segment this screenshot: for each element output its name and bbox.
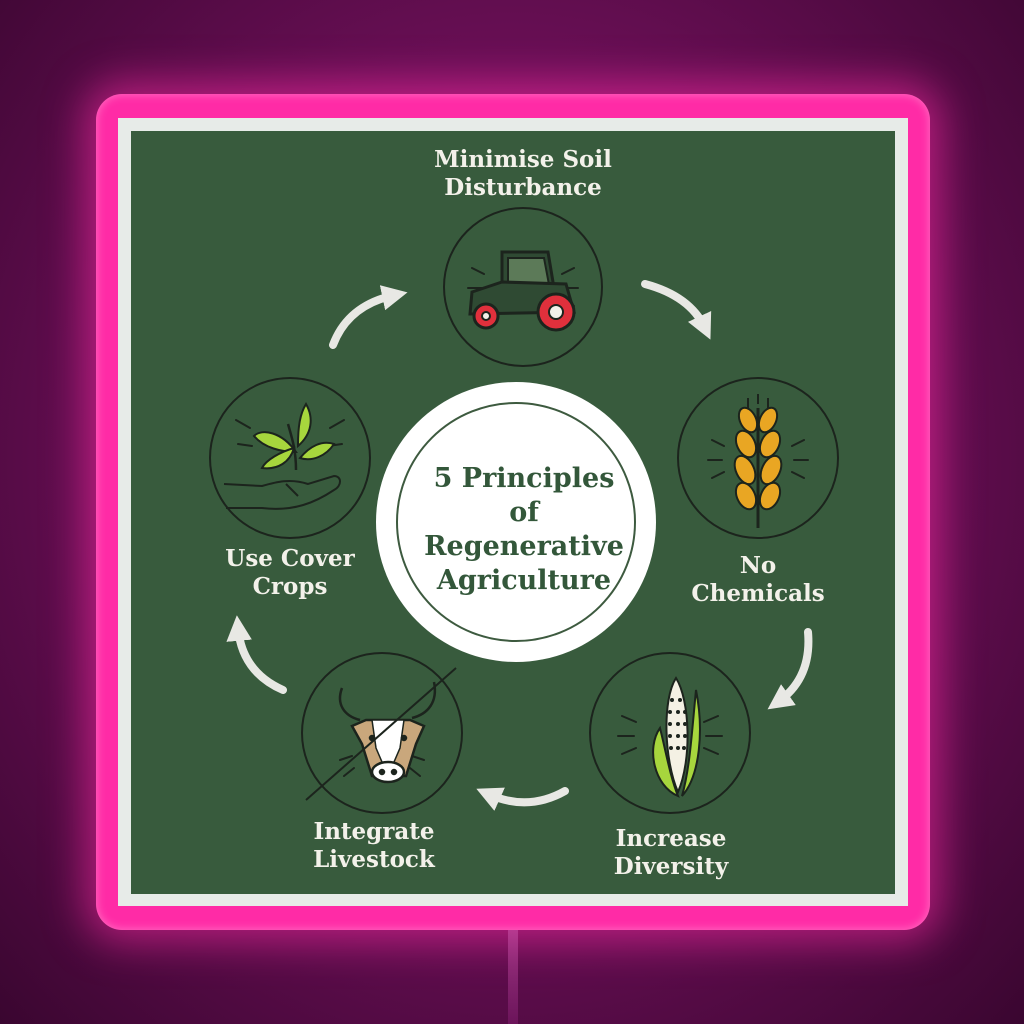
principle-label-line: Minimise Soil — [434, 146, 612, 173]
principle-label-no-chemicals: No Chemicals — [638, 552, 878, 608]
wheat-circle — [677, 377, 839, 539]
diagram-title: 5 Principles of Regenerative Agriculture — [400, 462, 648, 598]
seedling-circle — [209, 377, 371, 539]
title-line-4: Agriculture — [436, 565, 612, 596]
principle-label-line: Disturbance — [444, 174, 602, 201]
cycle-arrow-5 — [329, 285, 408, 349]
center-circle-ring — [396, 402, 636, 642]
principle-label-line: Integrate — [313, 818, 435, 845]
principle-label-increase-diversity: Increase Diversity — [551, 825, 791, 881]
principle-label-line: Chemicals — [691, 580, 825, 607]
corn-circle — [589, 652, 751, 814]
title-line-1: 5 Principles — [433, 463, 615, 494]
seedling-hand-icon — [223, 402, 341, 510]
cycle-arrow-1 — [641, 280, 712, 340]
center-circle — [376, 382, 656, 662]
principle-label-integrate-livestock: Integrate Livestock — [254, 818, 494, 874]
cycle-arrow-4 — [226, 615, 287, 694]
principle-label-line: Crops — [252, 573, 328, 600]
tractor-icon — [468, 250, 576, 332]
title-line-2: of — [509, 497, 539, 528]
principle-label-use-cover-crops: Use Cover Crops — [170, 545, 410, 601]
corn-icon — [652, 676, 701, 798]
cycle-arrow-3 — [476, 787, 569, 811]
cycle-arrow-2 — [767, 628, 813, 710]
wheat-icon — [733, 394, 783, 528]
tractor-circle — [443, 207, 603, 367]
cow-icon — [305, 667, 457, 801]
principle-label-minimise-soil-disturbance: Minimise Soil Disturbance — [403, 146, 643, 202]
principle-label-line: Use Cover — [225, 545, 355, 572]
principle-label-line: Livestock — [313, 846, 435, 873]
principle-label-line: No — [739, 552, 777, 579]
sign-stand — [508, 930, 518, 1024]
principle-label-line: Diversity — [613, 853, 729, 880]
cow-circle — [301, 652, 463, 814]
title-line-3: Regenerative — [424, 531, 624, 562]
principle-label-line: Increase — [615, 825, 727, 852]
